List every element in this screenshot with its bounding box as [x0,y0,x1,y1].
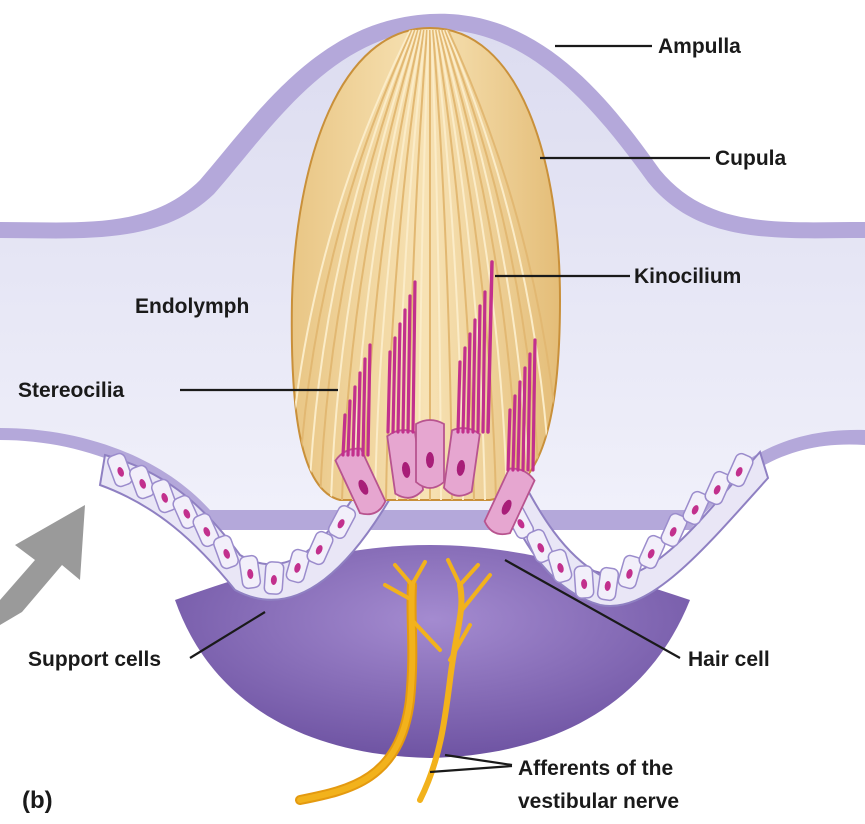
stereocilium [348,401,350,455]
stereocilium [363,359,365,455]
support-cell [264,561,284,594]
label-support-cells: Support cells [28,648,161,671]
stereocilium [403,310,405,432]
stereocilium [463,348,465,432]
stereocilium [368,345,370,455]
support-cell [597,567,619,601]
stereocilium [523,368,525,470]
stereocilium [518,382,520,470]
stereocilium [388,352,390,432]
panel-letter: (b) [22,787,53,814]
hair-cell [416,420,444,488]
stereocilium [353,387,355,455]
label-afferents-line1: Afferents of the [518,757,673,780]
support-cell [574,565,594,598]
label-afferents-line2: vestibular nerve [518,790,679,813]
label-stereocilia: Stereocilia [18,379,125,402]
stereocilium [468,334,470,432]
stereocilium [398,324,400,432]
stereocilium [473,320,475,432]
stereocilium [533,340,535,470]
stereocilium [483,292,485,432]
stereocilium [528,354,530,470]
label-cupula: Cupula [715,147,786,170]
deflection-arrow [0,505,85,625]
stereocilium [513,396,515,470]
label-endolymph: Endolymph [135,295,249,318]
label-ampulla: Ampulla [658,35,741,58]
stereocilium [393,338,395,432]
stereocilium [508,410,510,470]
stereocilium [408,296,410,432]
stereocilium [343,415,345,455]
stereocilium [458,362,460,432]
support-cell [239,555,261,589]
stereocilium [413,282,415,432]
stereocilium [478,306,480,432]
label-kinocilium: Kinocilium [634,265,741,288]
stereocilium [358,373,360,455]
label-hair-cell: Hair cell [688,648,770,671]
